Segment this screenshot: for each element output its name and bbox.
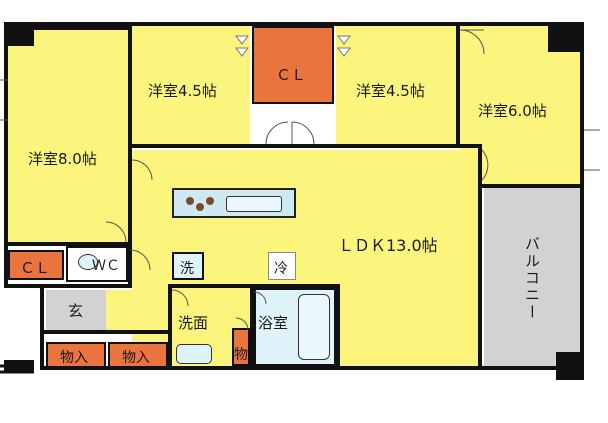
- storage-1-label: 物入: [60, 350, 88, 366]
- fridge-space: [268, 252, 296, 280]
- wall-int-9: [250, 288, 254, 368]
- closet-top: [252, 26, 334, 104]
- stove-burner-1-icon: [186, 197, 194, 205]
- sink-icon: [226, 196, 282, 212]
- wall-int-3: [456, 26, 460, 148]
- balcony: [484, 188, 582, 366]
- fridge-label: 冷: [274, 261, 288, 277]
- wall-int-7: [168, 284, 338, 288]
- wall-int-5: [480, 184, 582, 188]
- storage-2-label: 物入: [122, 350, 150, 366]
- room-ldk-label: ＬＤＫ13.0帖: [338, 236, 438, 255]
- pillar-bottom-right: [556, 352, 584, 380]
- stove-burner-3-icon: [206, 197, 214, 205]
- room-western-6-label: 洋室6.0帖: [478, 102, 547, 120]
- wall-left-lower: [40, 284, 44, 370]
- entrance: [46, 290, 106, 330]
- entrance-label: 玄: [68, 302, 84, 320]
- wall-left: [4, 22, 8, 284]
- washroom-label: 洗面: [178, 314, 209, 332]
- wall-int-6: [4, 242, 130, 246]
- toilet-bowl-icon: [78, 254, 98, 270]
- pillar-top-left: [4, 22, 34, 46]
- room-western-8-label: 洋室8.0帖: [28, 150, 97, 168]
- wall-int-10: [168, 284, 172, 370]
- wall-int-2: [132, 144, 482, 148]
- hallway: [106, 290, 172, 330]
- storage-3: [232, 328, 250, 366]
- bathroom-label: 浴室: [258, 314, 289, 332]
- wall-int-11: [44, 330, 172, 334]
- wall-top: [128, 22, 584, 26]
- wall-int-1: [128, 26, 132, 288]
- bathtub-icon: [298, 294, 330, 360]
- closet-top-label: ＣＬ: [276, 66, 307, 84]
- storage-1: [46, 342, 106, 368]
- washbasin-icon: [176, 344, 212, 364]
- wall-right: [580, 22, 584, 372]
- wall-int-4: [478, 148, 482, 370]
- room-western-8: [8, 30, 128, 242]
- wall-bottom: [40, 366, 584, 370]
- room-western-45-b-label: 洋室4.5帖: [356, 82, 425, 100]
- balcony-label: バルコニー: [523, 236, 541, 321]
- wall-entry-top: [4, 284, 130, 288]
- wall-int-8: [336, 284, 340, 370]
- wall-top-left: [4, 22, 132, 30]
- pillar-top-right: [548, 22, 584, 52]
- storage-3-label: 物: [234, 347, 248, 363]
- closet-left-label: ＣＬ: [20, 259, 51, 277]
- closet-left: [8, 250, 64, 280]
- room-western-45-b: [336, 26, 458, 144]
- washer-space: [172, 252, 204, 280]
- room-western-45-a: [132, 26, 250, 144]
- toilet-label: ＷＣ: [92, 258, 120, 274]
- stove-burner-2-icon: [196, 203, 204, 211]
- room-western-45-a-label: 洋室4.5帖: [148, 82, 217, 100]
- washer-label: 洗: [180, 261, 194, 277]
